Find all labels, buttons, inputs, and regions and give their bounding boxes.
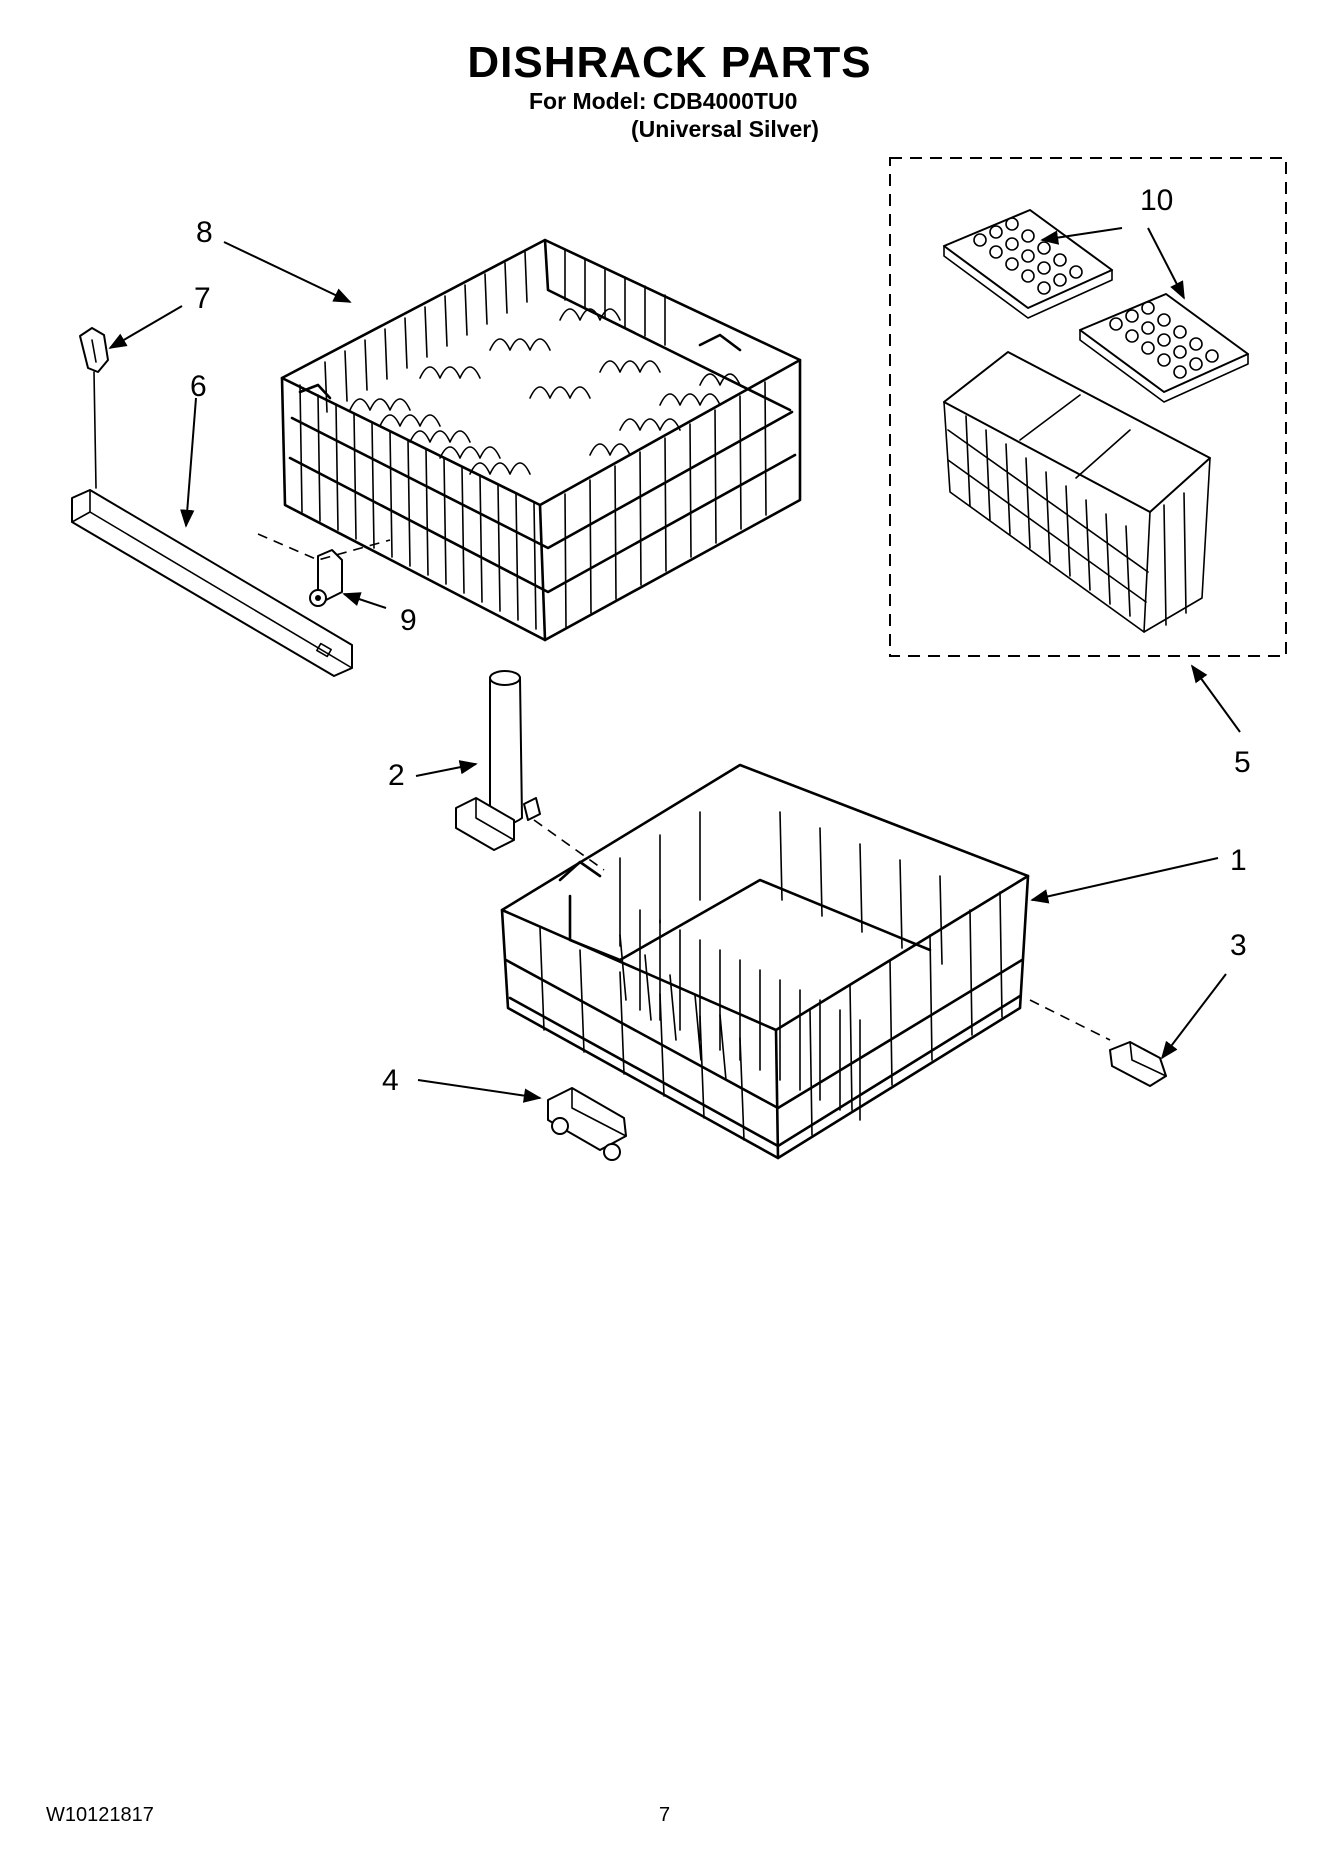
wash-tower (455, 670, 541, 851)
wheel-carrier (547, 1087, 627, 1161)
callout-4: 4 (382, 1064, 399, 1097)
page-title: DISHRACK PARTS (467, 38, 872, 87)
basket-covers (943, 209, 1249, 403)
lower-rack (500, 763, 1030, 1160)
basket-assembly-box (889, 157, 1287, 657)
callout-3: 3 (1230, 929, 1247, 962)
upper-rack (280, 238, 802, 642)
leader-lines (108, 227, 1241, 1103)
model-line: For Model: CDB4000TU0 (529, 88, 798, 114)
silverware-basket (943, 351, 1211, 633)
callout-6: 6 (190, 370, 207, 403)
callout-7: 7 (194, 282, 211, 315)
page-number: 7 (659, 1804, 671, 1826)
callout-2: 2 (388, 759, 405, 792)
callout-8: 8 (196, 216, 213, 249)
document-id: W10121817 (46, 1804, 154, 1826)
rack-clip (79, 327, 109, 489)
rack-rail (71, 489, 353, 677)
callout-5: 5 (1234, 746, 1251, 779)
callout-1: 1 (1230, 844, 1247, 877)
wheel-bracket (309, 549, 343, 607)
color-line: (Universal Silver) (631, 116, 819, 142)
lower-clip (1109, 1041, 1167, 1087)
callout-10: 10 (1140, 184, 1173, 217)
callout-9: 9 (400, 604, 417, 637)
